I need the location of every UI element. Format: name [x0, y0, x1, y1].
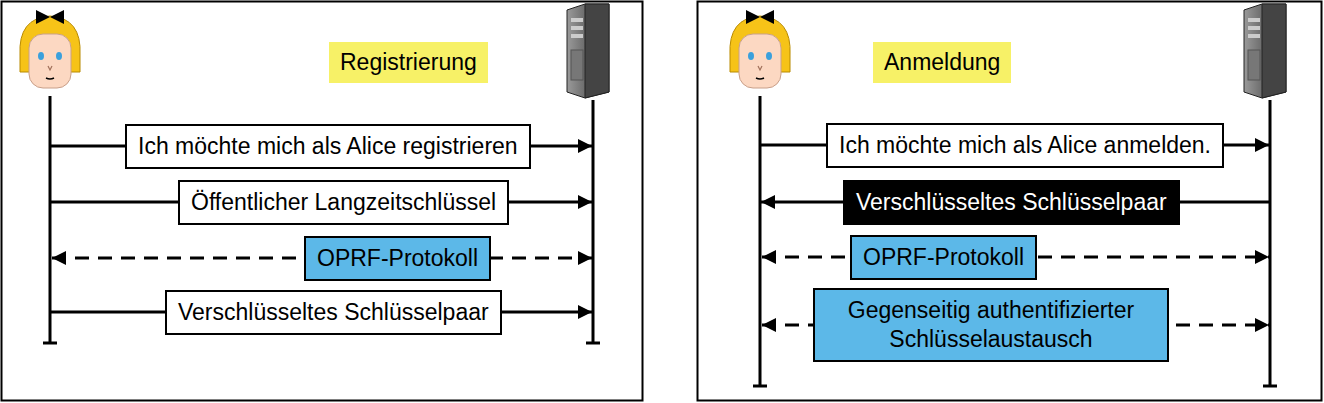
- message-text: Öffentlicher Langzeitschlüssel: [191, 188, 496, 217]
- message-box: Verschlüsseltes Schlüsselpaar: [843, 180, 1180, 225]
- message-text: OPRF-Protokoll: [863, 243, 1024, 272]
- message-box: Ich möchte mich als Alice anmelden.: [826, 123, 1224, 168]
- message-box: Ich möchte mich als Alice registrieren: [125, 124, 531, 169]
- server-icon: [567, 4, 609, 98]
- protocol-box: OPRF-Protokoll: [850, 235, 1037, 280]
- panel-frame: [2, 2, 643, 401]
- message-text: Verschlüsseltes Schlüsselpaar: [178, 298, 489, 327]
- phase-heading: Registrierung: [329, 42, 488, 83]
- message-text: OPRF-Protokoll: [317, 244, 478, 273]
- phase-heading: Anmeldung: [873, 42, 1011, 83]
- protocol-box: Gegenseitig authentifizierter Schlüssela…: [813, 288, 1169, 362]
- heading-text: Anmeldung: [884, 48, 1000, 77]
- message-text: Ich möchte mich als Alice registrieren: [138, 132, 518, 161]
- heading-text: Registrierung: [340, 48, 477, 77]
- lifelines: [43, 96, 1277, 386]
- message-text: Gegenseitig authentifizierter Schlüssela…: [826, 296, 1156, 354]
- message-box: Verschlüsseltes Schlüsselpaar: [165, 290, 502, 335]
- panel-frame: [698, 2, 1322, 401]
- message-text: Ich möchte mich als Alice anmelden.: [839, 131, 1211, 160]
- message-text: Verschlüsseltes Schlüsselpaar: [856, 188, 1167, 217]
- alice-icon: [730, 10, 790, 88]
- server-icon: [1244, 4, 1286, 98]
- message-box: Öffentlicher Langzeitschlüssel: [178, 180, 509, 225]
- alice-icon: [20, 10, 80, 88]
- protocol-box: OPRF-Protokoll: [304, 236, 491, 281]
